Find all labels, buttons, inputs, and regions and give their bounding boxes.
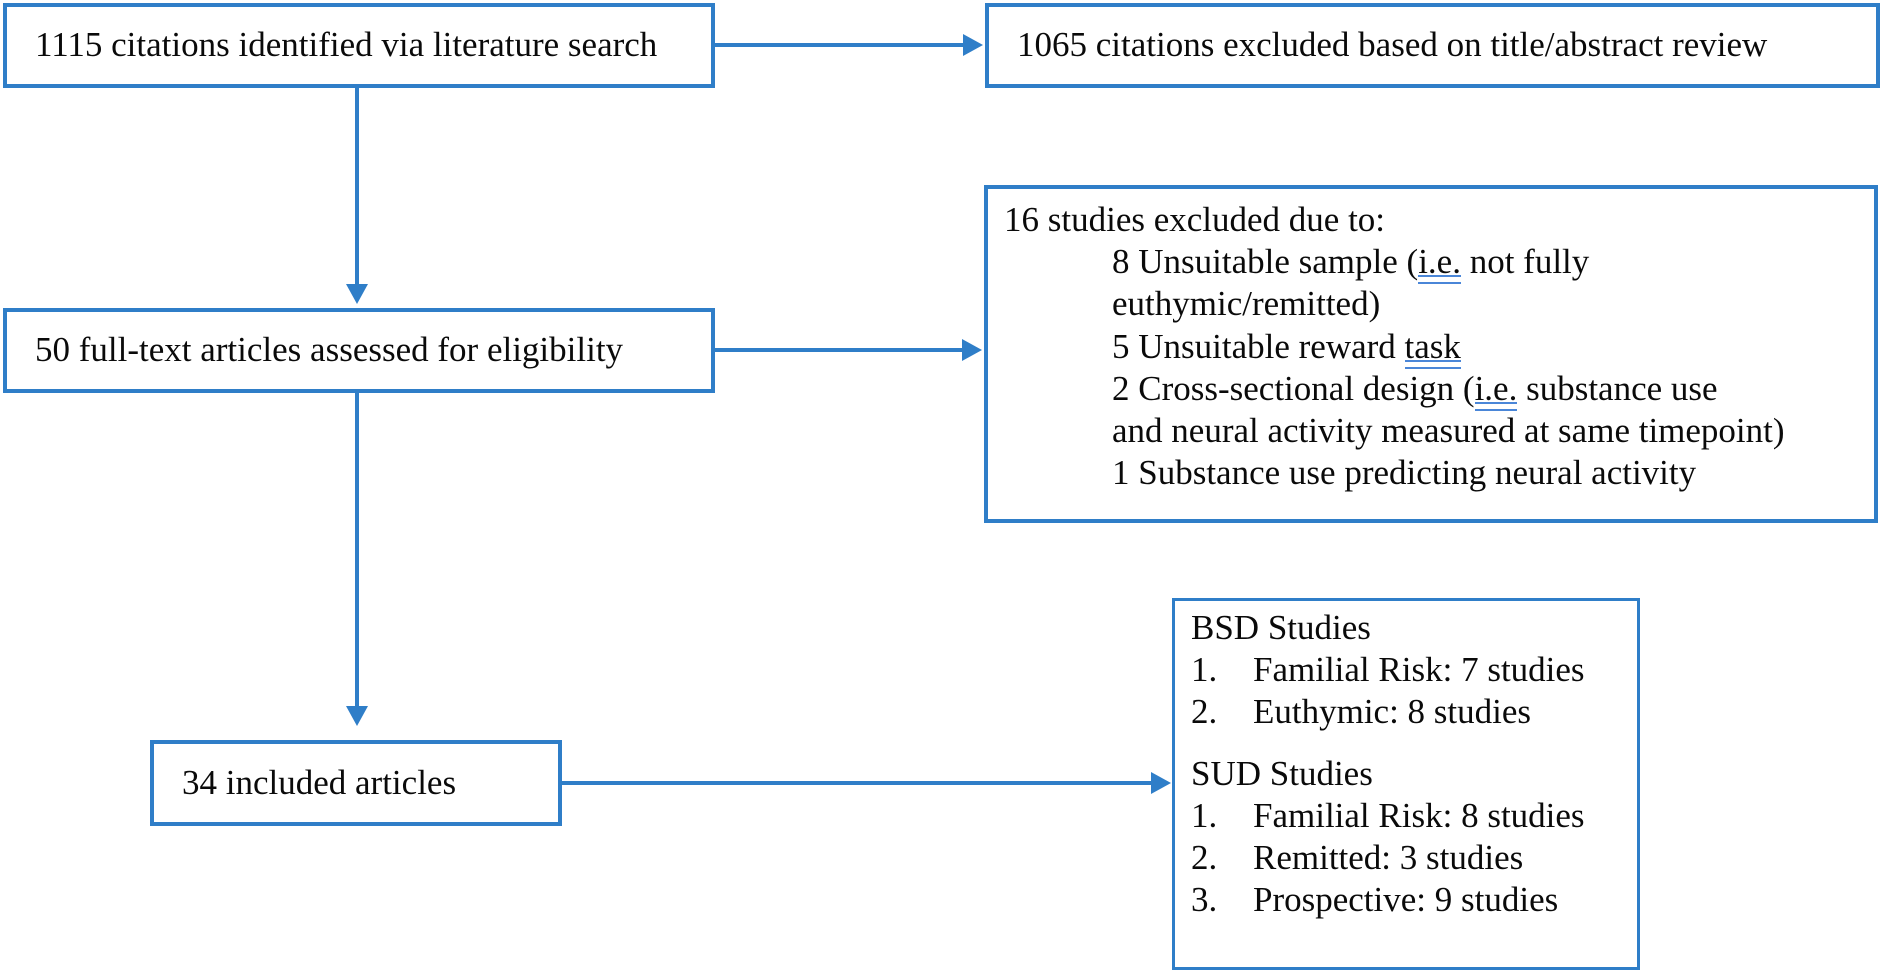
box-included-articles: 34 included articles [150, 740, 562, 826]
arrowhead-full-text-to-studies-excluded [962, 339, 982, 361]
sud-item-2-number: 2. [1191, 838, 1218, 878]
studies-excluded-reason-1-cont: euthymic/remitted) [1112, 284, 1381, 324]
sud-item-3-label: Prospective: 9 studies [1253, 880, 1559, 920]
grammar-flag-ie-2: i.e. [1474, 368, 1517, 412]
arrowhead-identified-to-full-text [346, 284, 368, 304]
grammar-flag-task: task [1404, 326, 1462, 369]
studies-excluded-reason-1: 8 Unsuitable sample (i.e. not fully [1004, 241, 1862, 285]
studies-excluded-reason-3-cont: and neural activity measured at same tim… [1112, 410, 1785, 450]
box-citations-identified: 1115 citations identified via literature… [3, 3, 715, 88]
bsd-item-2: 2. Euthymic: 8 studies [1191, 691, 1625, 733]
bsd-item-2-number: 2. [1191, 692, 1218, 732]
bsd-item-1-label: Familial Risk: 7 studies [1253, 650, 1585, 690]
box-included-articles-label: 34 included articles [182, 762, 457, 802]
reason-1-part-a: 8 Unsuitable sample ( [1112, 242, 1419, 282]
studies-excluded-reason-3: 2 Cross-sectional design (i.e. substance… [1004, 368, 1862, 412]
sud-item-3-number: 3. [1191, 880, 1218, 920]
studies-excluded-reason-4: 1 Substance use predicting neural activi… [1112, 453, 1697, 493]
grammar-flag-ie-1: i.e. [1418, 241, 1461, 285]
connector-identified-to-full-text [355, 88, 359, 284]
sud-studies-heading: SUD Studies [1191, 753, 1373, 793]
arrowhead-included-to-results [1151, 772, 1171, 794]
sud-item-2: 2. Remitted: 3 studies [1191, 837, 1625, 879]
sud-item-2-label: Remitted: 3 studies [1253, 838, 1524, 878]
reason-2-part-a: 5 Unsuitable reward [1112, 326, 1405, 366]
studies-excluded-reason-2: 5 Unsuitable reward task [1004, 326, 1862, 369]
breakdown-spacer [1191, 734, 1625, 753]
reason-3-part-a: 2 Cross-sectional design ( [1112, 368, 1475, 408]
bsd-item-1: 1. Familial Risk: 7 studies [1191, 649, 1625, 691]
sud-item-1: 1. Familial Risk: 8 studies [1191, 795, 1625, 837]
box-included-breakdown: BSD Studies 1. Familial Risk: 7 studies … [1172, 598, 1640, 970]
sud-item-1-number: 1. [1191, 795, 1218, 835]
box-full-text-assessed-label: 50 full-text articles assessed for eligi… [35, 330, 624, 370]
connector-full-text-to-included [355, 393, 359, 706]
box-citations-excluded: 1065 citations excluded based on title/a… [985, 3, 1880, 88]
box-studies-excluded: 16 studies excluded due to: 8 Unsuitable… [984, 185, 1878, 523]
connector-included-to-results [562, 781, 1151, 785]
arrowhead-full-text-to-included [346, 706, 368, 726]
sud-item-3: 3. Prospective: 9 studies [1191, 879, 1625, 921]
bsd-item-1-number: 1. [1191, 650, 1218, 690]
reason-1-part-c: not fully [1460, 242, 1590, 282]
arrowhead-identified-to-excluded [963, 34, 983, 56]
studies-excluded-heading: 16 studies excluded due to: [1004, 200, 1386, 239]
box-citations-excluded-label: 1065 citations excluded based on title/a… [1017, 25, 1768, 65]
sud-item-1-label: Familial Risk: 8 studies [1253, 795, 1585, 835]
connector-identified-to-excluded [715, 43, 963, 47]
reason-3-part-c: substance use [1517, 368, 1718, 408]
connector-full-text-to-studies-excluded [715, 348, 962, 352]
box-citations-identified-label: 1115 citations identified via literature… [35, 25, 658, 65]
bsd-studies-heading: BSD Studies [1191, 608, 1371, 647]
bsd-item-2-label: Euthymic: 8 studies [1253, 692, 1532, 732]
box-full-text-assessed: 50 full-text articles assessed for eligi… [3, 308, 715, 393]
